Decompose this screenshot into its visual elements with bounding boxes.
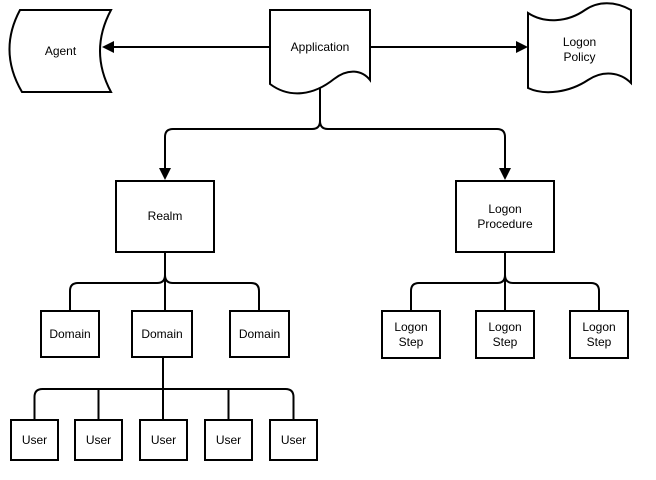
node-logon-step-1: Logon Step (381, 310, 441, 359)
logon-step-label: Logon Step (394, 319, 428, 349)
domain-label: Domain (49, 326, 91, 341)
node-logon-procedure: Logon Procedure (455, 180, 555, 253)
arrowhead-to-logon-policy (516, 41, 528, 53)
node-domain-3: Domain (229, 310, 290, 358)
application-label: Application (290, 39, 350, 54)
node-user-4: User (204, 419, 253, 461)
logon-procedure-label: Logon Procedure (477, 201, 533, 231)
edge-procedure-step-left (410, 274, 506, 310)
node-agent: Agent (10, 10, 111, 92)
edge-application-logon-procedure (319, 120, 506, 168)
node-logon-policy: Logon Policy (528, 10, 631, 90)
node-domain-2: Domain (131, 310, 193, 358)
user-label: User (280, 432, 307, 447)
logon-step-label: Logon Step (488, 319, 522, 349)
logon-policy-label: Logon Policy (562, 35, 597, 64)
node-user-1: User (10, 419, 59, 461)
domain-label: Domain (238, 326, 281, 341)
domain-label: Domain (141, 326, 183, 341)
node-user-5: User (269, 419, 318, 461)
edge-realm-domain-left (69, 274, 166, 310)
application-document-shape (269, 9, 371, 95)
agent-label: Agent (44, 43, 77, 58)
node-user-3: User (139, 419, 188, 461)
arrowhead-to-logon-procedure (499, 168, 511, 180)
user-label: User (150, 432, 177, 447)
edge-application-realm (164, 120, 321, 168)
node-domain-1: Domain (40, 310, 100, 358)
node-realm: Realm (115, 180, 215, 253)
logon-step-label: Logon Step (582, 319, 616, 349)
edge-procedure-step-right (504, 274, 600, 310)
arrowhead-to-agent (102, 41, 114, 53)
edge-domain-user-rail (33, 388, 295, 419)
node-logon-step-3: Logon Step (569, 310, 629, 359)
agent-stored-data-shape (8, 9, 113, 93)
arrowhead-to-realm (159, 168, 171, 180)
user-label: User (21, 432, 48, 447)
user-label: User (85, 432, 112, 447)
node-application: Application (270, 10, 370, 84)
node-user-2: User (74, 419, 123, 461)
user-label: User (215, 432, 242, 447)
realm-label: Realm (147, 209, 183, 223)
edge-realm-domain-right (164, 274, 260, 310)
node-logon-step-2: Logon Step (475, 310, 535, 359)
logon-policy-tape-shape (527, 2, 632, 94)
